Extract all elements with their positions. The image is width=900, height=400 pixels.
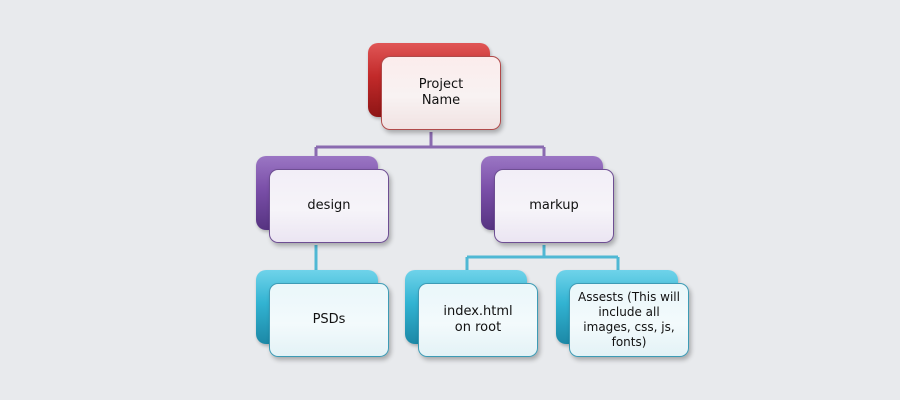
node-label: design <box>307 198 351 213</box>
node-box: PSDs <box>269 283 389 357</box>
node-box: design <box>269 169 389 243</box>
node-box: index.html on root <box>418 283 538 357</box>
node-box: Assests (This will include all images, c… <box>569 283 689 357</box>
node-label: markup <box>529 198 579 213</box>
node-label: Assests (This will include all images, c… <box>578 290 680 349</box>
node-label: Project Name <box>418 77 464 108</box>
node-box: Project Name <box>381 56 501 130</box>
node-label: PSDs <box>312 312 346 327</box>
node-label: index.html on root <box>443 304 513 335</box>
node-box: markup <box>494 169 614 243</box>
